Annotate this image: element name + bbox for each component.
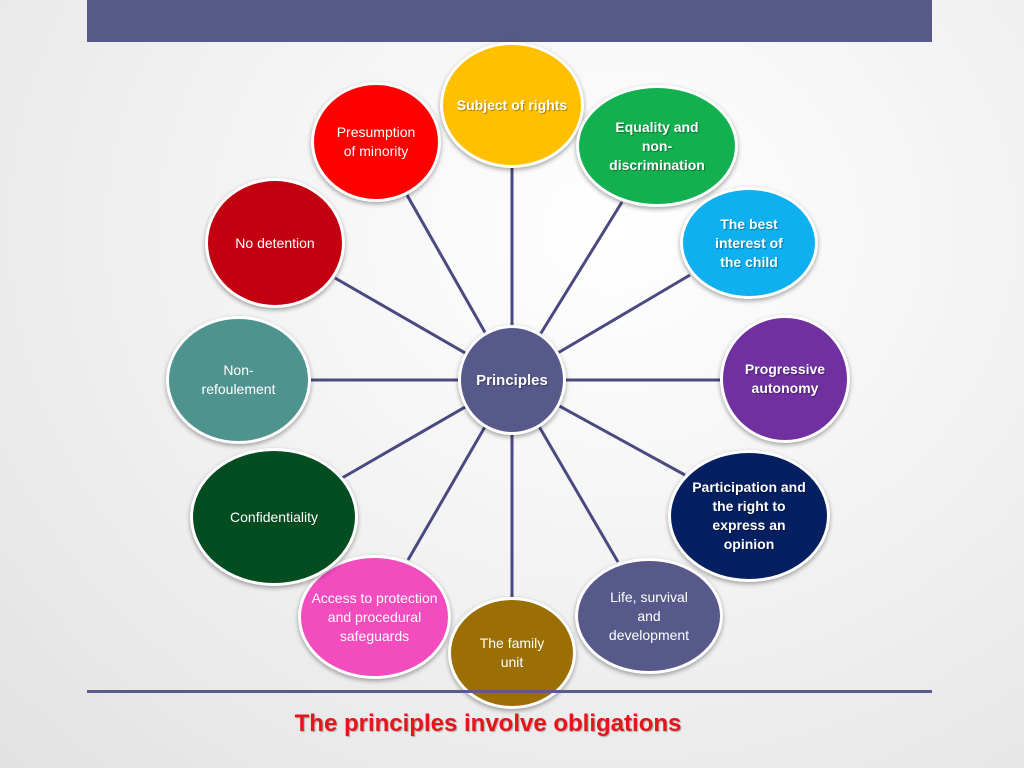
node-label: Participation and the right to express a… (692, 479, 806, 552)
node-label: No detention (235, 234, 315, 251)
node-progressive-autonomy: Progressive autonomy (720, 315, 850, 443)
node-label: The family unit (479, 635, 545, 670)
node-label: Life, survival and development (608, 588, 690, 643)
bottom-divider (87, 690, 932, 693)
node-life-survival-and-development: Life, survival and development (575, 558, 723, 674)
node-no-detention: No detention (205, 178, 345, 308)
node-label: Confidentiality (230, 508, 318, 525)
node-label: Equality and non-discrimination (609, 118, 705, 173)
node-subject-of-rights: Subject of rights (440, 42, 584, 168)
hub-label: Principles (476, 371, 548, 389)
node-access-to-protection: Access to protection and procedural safe… (298, 555, 451, 679)
slide-caption: The principles involve obligations (294, 710, 682, 737)
node-label: Progressive autonomy (744, 361, 826, 396)
node-label: Presumption of minority (336, 124, 416, 159)
hub-principles: Principles (458, 325, 566, 435)
node-participation: Participation and the right to express a… (668, 450, 830, 582)
header-bar (87, 0, 932, 42)
node-label: Non-refoulement (201, 362, 276, 397)
node-label: Subject of rights (456, 96, 568, 113)
node-presumption-of-minority: Presumption of minority (311, 82, 441, 202)
node-label: Access to protection and procedural safe… (311, 589, 438, 644)
node-non-refoulement: Non-refoulement (166, 316, 311, 444)
node-equality-and-non-discrimination: Equality and non-discrimination (576, 85, 738, 207)
node-label: The best interest of the child (715, 215, 783, 270)
node-confidentiality: Confidentiality (190, 448, 358, 586)
node-best-interest-of-the-child: The best interest of the child (680, 187, 818, 299)
